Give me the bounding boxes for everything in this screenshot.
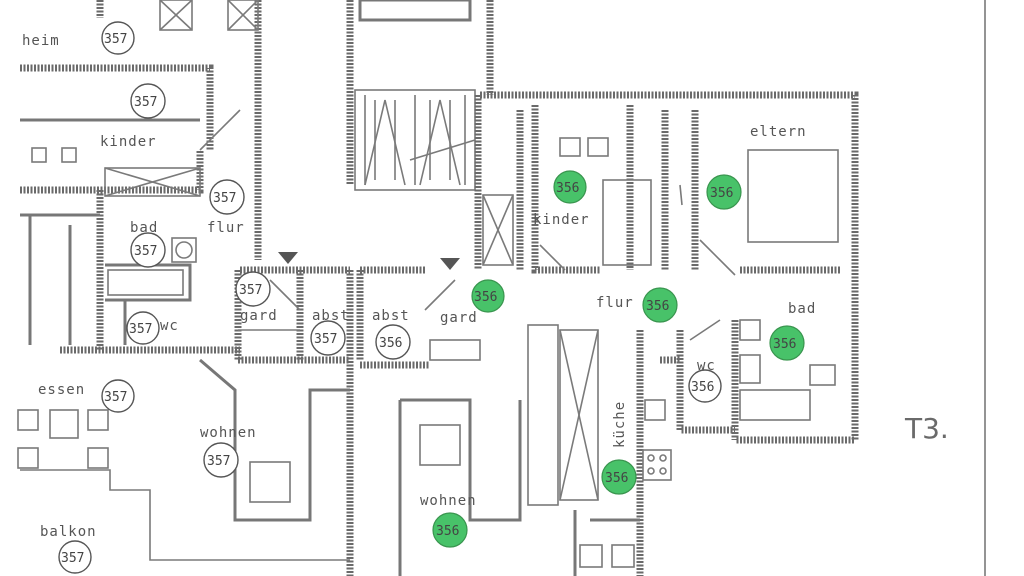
room-num-wohnen-356: 356: [436, 524, 459, 539]
room-num-eltern: 356: [710, 186, 733, 201]
room-label-bad-356: bad: [788, 301, 816, 317]
unit-357-walls: [17, 0, 354, 576]
unit-357-labels: heim 357 357 kinder 357 flur bad 357 357…: [22, 21, 350, 574]
room-label-abst-356: abst: [372, 308, 410, 324]
room-num-kinder-356: 356: [556, 181, 579, 196]
room-label-kinder-356: kinder: [533, 212, 590, 228]
room-label-wohnen-356: wohnen: [420, 493, 477, 509]
room-num-bad-357: 357: [134, 244, 157, 259]
room-label-eltern: eltern: [750, 124, 807, 140]
unit-356-labels: abst 356 356 gard 356 kinder eltern 356 …: [372, 124, 816, 548]
unit-356-walls: [356, 91, 859, 576]
arrow-marker-left: [278, 252, 298, 264]
room-num-abst-356: 356: [379, 336, 402, 351]
room-label-balkon: balkon: [40, 524, 97, 540]
room-num-balkon: 357: [61, 551, 84, 566]
room-num-flur-357: 357: [213, 191, 236, 206]
room-num-upper: 357: [134, 95, 157, 110]
room-label-kuche: küche: [612, 401, 628, 448]
room-label-wohnen-357: wohnen: [200, 425, 257, 441]
room-num-flur-356: 356: [646, 299, 669, 314]
room-label-wc-357: wc: [160, 318, 179, 334]
room-label-abst-357: abst: [312, 308, 350, 324]
room-label-essen: essen: [38, 382, 85, 398]
room-label-heim: heim: [22, 33, 60, 49]
room-num-wc-357: 357: [129, 322, 152, 337]
room-num-heim: 357: [104, 32, 127, 47]
stairwell: [278, 0, 494, 270]
room-label-gard-357: gard: [240, 308, 278, 324]
room-num-essen: 357: [104, 390, 127, 405]
room-label-flur-356: flur: [596, 295, 634, 311]
arrow-marker-right: [440, 258, 460, 270]
room-num-kuche: 356: [605, 471, 628, 486]
unit-tag: T3.: [904, 412, 949, 445]
room-num-bad-356: 356: [773, 337, 796, 352]
room-label-kinder-357: kinder: [100, 134, 157, 150]
room-num-wohnen-357: 357: [207, 454, 230, 469]
room-num-gard-356: 356: [474, 290, 497, 305]
room-num-gard-357: 357: [239, 283, 262, 298]
room-num-wc-356: 356: [691, 380, 714, 395]
room-label-flur-357: flur: [207, 220, 245, 236]
room-label-bad-357: bad: [130, 220, 158, 236]
room-num-abst-357: 357: [314, 332, 337, 347]
room-label-gard-356: gard: [440, 310, 478, 326]
